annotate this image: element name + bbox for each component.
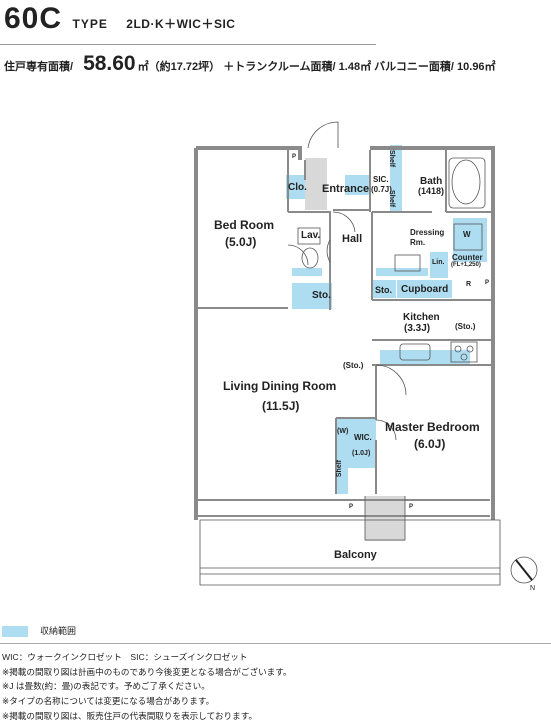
label-lin: Lin. <box>432 259 445 266</box>
label-p-3: P <box>349 504 354 510</box>
plan-type-title: 60C TYPE 2LD·K＋WIC＋SIC <box>4 2 235 36</box>
note-3: ※J は畳数(約：畳)の表記です。予めご了承ください。 <box>2 681 210 692</box>
label-balcony: Balcony <box>334 549 377 561</box>
label-clo: Clo. <box>288 182 307 193</box>
label-bath: Bath <box>420 176 443 187</box>
label-sic: SIC. <box>373 175 389 184</box>
label-master-size: (6.0J) <box>414 437 446 451</box>
label-entrance: Entrance <box>322 183 370 195</box>
storage-legend: 収納範囲 <box>2 624 77 638</box>
storage-legend-label: 収納範囲 <box>40 626 77 636</box>
area-label: 住戸専有面積/ <box>4 61 74 73</box>
label-dressing-1: Dressing <box>410 228 445 237</box>
label-p-1: P <box>292 154 297 160</box>
note-5: ※掲載の間取り図は、販売住戸の代表間取りを表示しております。 <box>2 710 258 721</box>
label-hall: Hall <box>342 233 363 245</box>
label-counter-size: (FL+1,250) <box>451 262 481 268</box>
label-p-2: P <box>485 280 490 286</box>
label-r: R <box>466 281 472 288</box>
label-kitchen: Kitchen <box>403 312 440 323</box>
compass-n: N <box>530 585 536 592</box>
label-wic-size: (1.0J) <box>352 450 371 457</box>
note-1: WIC：ウォークインクロゼット SIC：シューズインクロゼット <box>2 652 248 662</box>
note-4: ※タイプの名称については変更になる場合があります。 <box>2 696 215 707</box>
label-wic: WIC. <box>354 433 372 442</box>
label-master: Master Bedroom <box>385 420 480 434</box>
area-value: 58.60 <box>83 52 136 75</box>
type-word: TYPE <box>72 17 108 31</box>
label-ldr-size: (11.5J) <box>262 399 300 413</box>
label-dressing-2: Rm. <box>410 238 426 247</box>
label-sto-left: Sto. <box>312 290 331 301</box>
label-sic-size: (0.7J) <box>371 185 392 194</box>
label-kitchen-size: (3.3J) <box>404 323 431 334</box>
label-w: W <box>463 230 471 239</box>
note-2: ※掲載の間取り図は計画中のものであり今後変更となる場合がございます。 <box>2 666 292 677</box>
label-lav: Lav. <box>301 230 321 241</box>
label-p-4: P <box>409 504 414 510</box>
label-ldr: Living Dining Room <box>223 379 337 393</box>
label-w-paren: (W) <box>337 428 349 435</box>
label-bed-room: Bed Room <box>214 218 274 232</box>
label-sto-paren-right: (Sto.) <box>455 322 476 331</box>
notes: WIC：ウォークインクロゼット SIC：シューズインクロゼット ※掲載の間取り図… <box>2 650 292 724</box>
label-shelf-b: Shelf <box>388 190 395 208</box>
label-shelf-wic: Shelf <box>336 460 343 478</box>
label-bed-room-size: (5.0J) <box>225 235 257 249</box>
area-tsubo: （約17.72坪） <box>148 61 221 73</box>
label-cupboard: Cupboard <box>401 284 449 295</box>
type-code: 60C <box>4 2 63 35</box>
label-counter: Counter <box>452 253 483 262</box>
footer-divider <box>0 643 551 644</box>
storage-swatch <box>2 626 28 638</box>
layout-label: 2LD·K＋WIC＋SIC <box>126 17 236 31</box>
area-unit: ㎡ <box>137 61 149 73</box>
extra-areas: ＋トランクルーム面積/ 1.48㎡ バルコニー面積/ 10.96㎡ <box>223 61 496 73</box>
header-divider <box>0 44 376 45</box>
label-shelf-a: Shelf <box>388 150 395 168</box>
label-sto-paren-left: (Sto.) <box>343 361 364 370</box>
label-bath-size: (1418) <box>418 186 445 196</box>
label-sto-mid: Sto. <box>375 285 392 295</box>
